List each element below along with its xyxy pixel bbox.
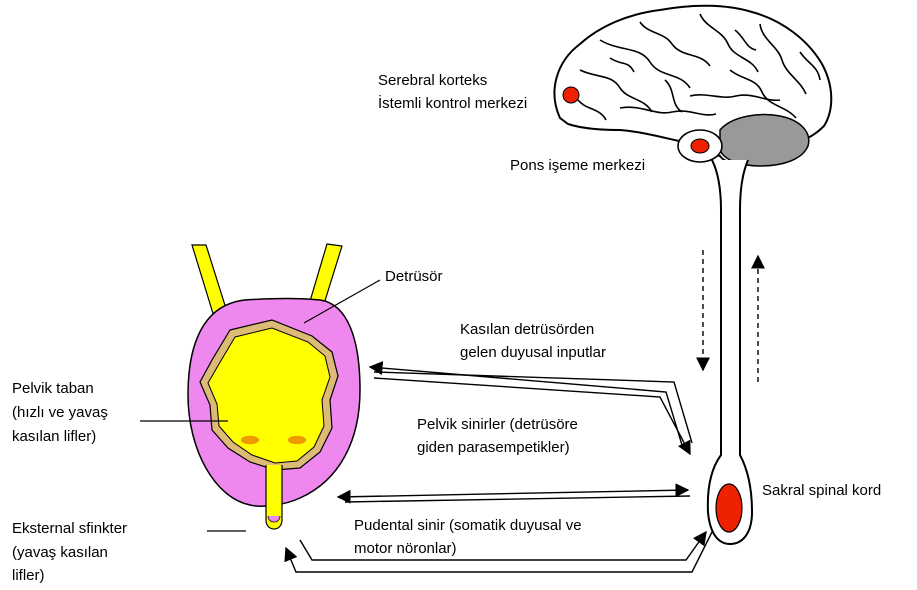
spinal-cord xyxy=(703,160,758,544)
sacral-spinal-cord-center xyxy=(716,484,742,532)
cortex-label-line1: Serebral korteks xyxy=(378,70,487,92)
left-ureteric-orifice xyxy=(241,436,259,444)
pons-micturition-center-marker xyxy=(691,139,709,153)
pelvic-floor-label-line3: kasılan lifler) xyxy=(12,426,96,448)
right-ureteric-orifice xyxy=(288,436,306,444)
pudendal-nerve-label-line1: Pudental sinir (somatik duyusal ve xyxy=(354,515,582,537)
pudendal-bidirectional-arrow xyxy=(338,490,688,497)
cortex-control-center-marker xyxy=(563,87,579,103)
cord-to-sphincter-arrow xyxy=(286,532,712,572)
sphincter-label-line2: (yavaş kasılan xyxy=(12,542,108,564)
sacral-spinal-cord-label: Sakral spinal kord xyxy=(762,480,881,502)
pons-label: Pons işeme merkezi xyxy=(510,155,645,177)
pudendal-bidirectional-arrow-parallel xyxy=(345,496,690,502)
pudendal-nerve-label-line2: motor nöronlar) xyxy=(354,538,457,560)
pelvic-nerves-label-line2: giden parasempetikler) xyxy=(417,437,570,459)
sphincter-label-line1: Eksternal sfinkter xyxy=(12,518,127,540)
detrusor-label: Detrüsör xyxy=(385,266,443,288)
sphincter-label-line3: lifler) xyxy=(12,565,45,587)
cortex-label-line2: İstemli kontrol merkezi xyxy=(378,93,527,115)
cerebellum xyxy=(720,115,809,166)
pelvic-floor-label-line1: Pelvik taban xyxy=(12,378,94,400)
sensory-input-label-line1: Kasılan detrüsörden xyxy=(460,319,594,341)
bladder xyxy=(188,244,360,529)
sensory-input-label-line2: gelen duyusal inputlar xyxy=(460,342,606,364)
brain xyxy=(554,6,831,166)
pelvic-floor-label-line2: (hızlı ve yavaş xyxy=(12,402,108,424)
pelvic-nerves-label-line1: Pelvik sinirler (detrüsöre xyxy=(417,414,578,436)
